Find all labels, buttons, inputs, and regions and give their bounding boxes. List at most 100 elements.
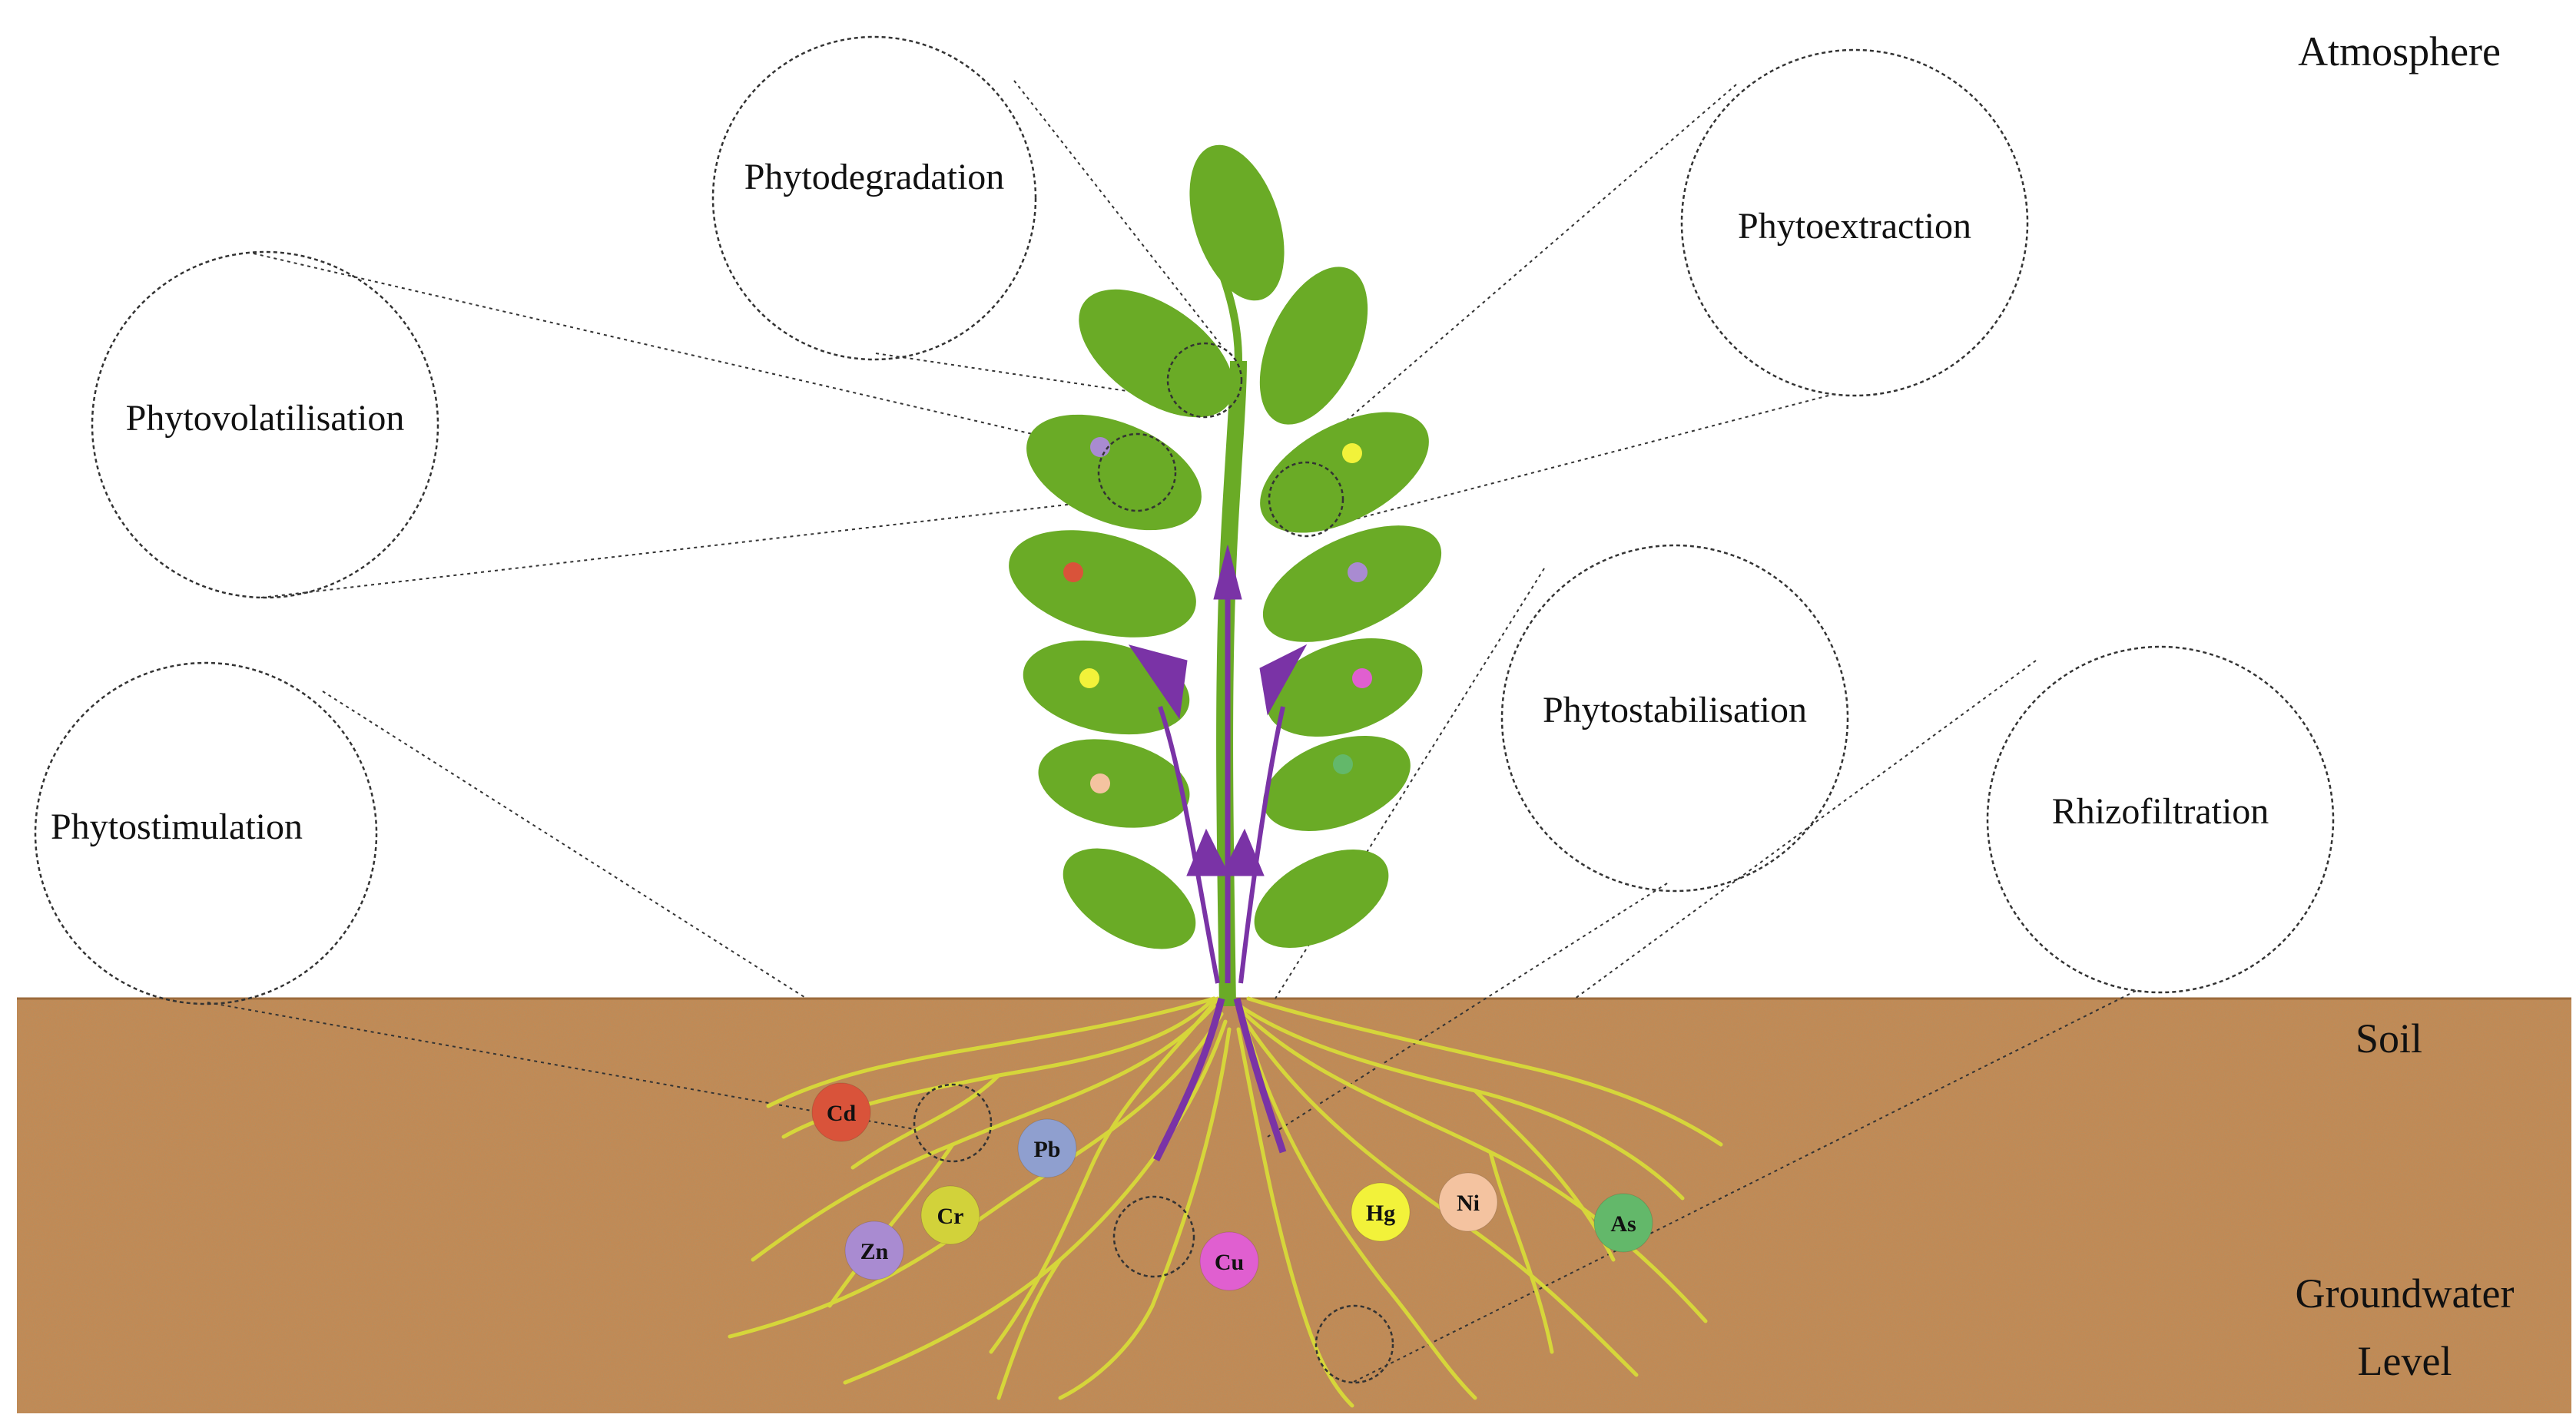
metal-ion-circle [1593, 1193, 1653, 1253]
process-phytostimulation: Phytostimulation [34, 661, 378, 1005]
metal-ion-hg: Hg [1351, 1182, 1411, 1242]
arrow-head-low-left [1186, 828, 1230, 876]
process-label: Rhizofiltration [2052, 791, 2269, 832]
transport-arrows [1128, 545, 1308, 1162]
metal-ions: Cd Pb Cr Zn Cu Hg Ni As [811, 1082, 1653, 1291]
process-circle [1986, 645, 2335, 994]
root [850, 1073, 1001, 1170]
leaf [1263, 736, 1411, 831]
focus-circle-phytoextraction [1268, 461, 1344, 538]
particle [1063, 562, 1083, 582]
particle [1090, 437, 1110, 457]
root [1242, 1019, 1477, 1400]
process-label: Phytodegradation [744, 157, 1005, 197]
arrow-shaft-right [1238, 706, 1285, 984]
root [766, 996, 1216, 1108]
process-phytovolatilisation: Phytovolatilisation [91, 250, 439, 599]
zone-labels: Atmosphere Soil Groundwater Level [2296, 28, 2515, 1384]
leaf [1009, 530, 1196, 638]
leaf [1254, 849, 1389, 949]
metal-ion-label: Ni [1457, 1191, 1480, 1216]
focus-circle-phytostimulation [913, 1083, 993, 1163]
particle [1090, 773, 1110, 793]
soil-texture [17, 999, 2571, 1413]
process-phytoextraction: Phytoextraction [1680, 48, 2029, 397]
arrow-root-right [1233, 997, 1287, 1154]
root [1236, 1027, 1354, 1408]
leaf [1063, 848, 1196, 949]
metal-ion-zn: Zn [844, 1221, 904, 1280]
process-phytostabilisation: Phytostabilisation [1500, 544, 1849, 893]
particle [1079, 668, 1099, 688]
connector-phytodegradation-a [1013, 80, 1222, 346]
process-circles: Phytodegradation Phytoextraction Phytovo… [34, 35, 2335, 1005]
leaf [1079, 289, 1234, 418]
metal-ion-circle [1438, 1172, 1498, 1232]
zone-label-groundwater-level: Level [2358, 1338, 2452, 1384]
zone-label-soil: Soil [2356, 1015, 2422, 1062]
process-circle [91, 250, 439, 599]
process-circle [1680, 48, 2029, 397]
focus-circles [913, 342, 1394, 1384]
metal-ion-label: Zn [860, 1239, 889, 1264]
arrow-root-left [1152, 997, 1225, 1162]
focus-circle-phytodegradation [1166, 342, 1243, 419]
plant-leaves [1009, 144, 1442, 949]
leaf [1260, 412, 1429, 533]
process-label: Phytostimulation [51, 807, 303, 847]
metal-ion-circle [1351, 1182, 1411, 1242]
leaf [1262, 525, 1442, 642]
connector-phytostimulation-a [322, 691, 807, 999]
arrow-head-left [1128, 644, 1188, 720]
connector-phytostimulation-b [207, 1002, 915, 1130]
focus-circle-rhizofiltration [1315, 1304, 1394, 1384]
process-circle [34, 661, 378, 1005]
metal-ion-label: As [1610, 1211, 1636, 1237]
metal-ion-circle [1199, 1231, 1259, 1291]
leaf-particles [1063, 437, 1372, 793]
process-label: Phytostabilisation [1543, 690, 1807, 730]
process-rhizofiltration: Rhizofiltration [1986, 645, 2335, 994]
metal-ion-label: Cd [827, 1101, 857, 1126]
metal-ion-circle [844, 1221, 904, 1280]
soil-layer [17, 997, 2571, 1413]
arrow-head-low-right [1221, 828, 1265, 876]
arrow-head-right [1259, 644, 1308, 716]
metal-ion-cu: Cu [1199, 1231, 1259, 1291]
root-system [728, 996, 1723, 1408]
metal-ion-cd: Cd [811, 1082, 871, 1142]
connector-phytostabilisation-b [1267, 883, 1668, 1138]
particle [1352, 668, 1372, 688]
connector-phytoextraction-a [1290, 84, 1737, 469]
metal-ion-pb: Pb [1017, 1118, 1077, 1178]
root [1488, 1150, 1554, 1354]
process-label: Phytovolatilisation [126, 398, 405, 439]
leaf [1026, 414, 1202, 531]
process-phytodegradation: Phytodegradation [711, 35, 1037, 361]
process-circle [1500, 544, 1849, 893]
connector-lines [207, 80, 2137, 1383]
arrow-shaft-left [1158, 706, 1220, 984]
leaf [1266, 638, 1423, 737]
connector-phytovolatilisation-b [260, 499, 1115, 598]
focus-circle-phytostabilisation [1112, 1195, 1195, 1278]
focus-circle-phytovolatilisation [1097, 432, 1177, 512]
root [1058, 1027, 1232, 1400]
metal-ion-ni: Ni [1438, 1172, 1498, 1232]
leaf [1189, 144, 1285, 301]
metal-ion-label: Pb [1033, 1137, 1060, 1162]
zone-label-atmosphere: Atmosphere [2298, 28, 2501, 75]
metal-ion-as: As [1593, 1193, 1653, 1253]
metal-ion-circle [920, 1185, 980, 1245]
particle [1342, 443, 1362, 463]
connector-phytoextraction-b [1313, 395, 1829, 531]
leaf [1038, 739, 1190, 828]
metal-ion-circle [1017, 1118, 1077, 1178]
connector-rhizofiltration-b [1351, 990, 2137, 1383]
process-label: Phytoextraction [1738, 206, 1971, 247]
metal-ion-cr: Cr [920, 1185, 980, 1245]
connector-rhizofiltration-a [1574, 660, 2037, 999]
metal-ion-label: Cr [937, 1204, 964, 1229]
root [996, 1257, 1063, 1400]
